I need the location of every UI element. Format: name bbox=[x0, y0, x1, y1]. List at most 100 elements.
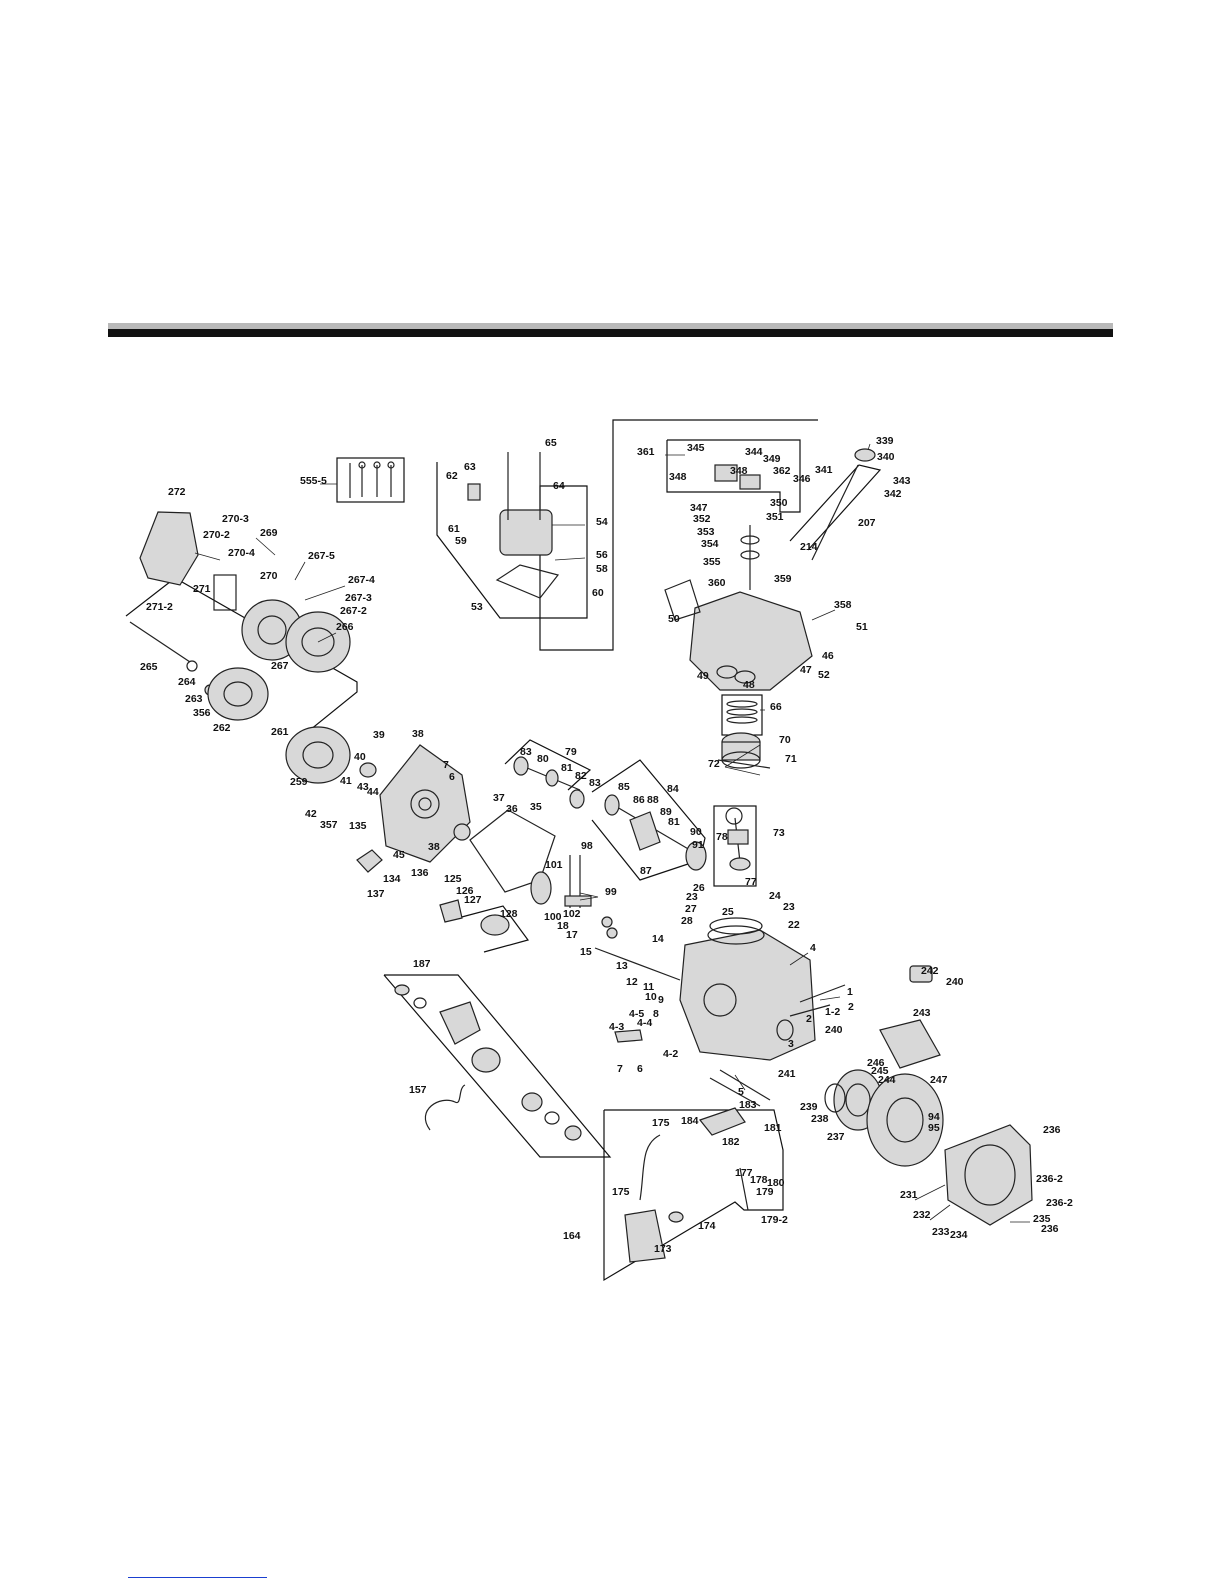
part-callout: 28 bbox=[681, 915, 693, 927]
footer-link-underline[interactable] bbox=[128, 1577, 267, 1578]
starter-motor-frame bbox=[383, 974, 612, 1158]
part-callout: 2 bbox=[806, 1013, 812, 1025]
part-callout: 24 bbox=[769, 890, 781, 902]
part-callout: 232 bbox=[913, 1209, 931, 1221]
piston-pin bbox=[717, 759, 771, 769]
rocker-arm bbox=[714, 464, 738, 482]
part-callout: 82 bbox=[575, 770, 587, 782]
part-callout: 344 bbox=[745, 446, 763, 458]
connecting-rod-box bbox=[713, 805, 757, 887]
leader-lines bbox=[194, 443, 1030, 1223]
part-callout: 59 bbox=[455, 535, 467, 547]
part-callout: 10 bbox=[645, 991, 657, 1003]
part-callout: 41 bbox=[340, 775, 352, 787]
part-callout: 247 bbox=[930, 1074, 948, 1086]
part-callout: 236 bbox=[1041, 1223, 1059, 1235]
head-gasket bbox=[664, 579, 701, 621]
part-callout: 182 bbox=[722, 1136, 740, 1148]
part-callout: 267-5 bbox=[308, 550, 335, 562]
breather-cap bbox=[854, 448, 876, 462]
air-guide-plate bbox=[213, 574, 237, 611]
part-callout: 2 bbox=[848, 1001, 854, 1013]
part-callout: 261 bbox=[271, 726, 289, 738]
part-callout: 175 bbox=[612, 1186, 630, 1198]
part-callout: 83 bbox=[589, 777, 601, 789]
part-callout: 236-2 bbox=[1046, 1197, 1073, 1209]
part-callout: 246 bbox=[867, 1057, 885, 1069]
oil-seal bbox=[359, 762, 377, 778]
cylinder-head bbox=[689, 591, 813, 691]
part-callout: 244 bbox=[878, 1074, 896, 1086]
part-callout: 38 bbox=[428, 841, 440, 853]
part-callout: 4-4 bbox=[637, 1017, 652, 1029]
governor-lever bbox=[698, 1107, 746, 1136]
crankcase-block bbox=[594, 916, 846, 1107]
part-callout: 235 bbox=[1033, 1213, 1051, 1225]
part-callout: 234 bbox=[950, 1229, 968, 1241]
piston-assembly bbox=[717, 700, 771, 871]
part-callout: 233 bbox=[932, 1226, 950, 1238]
part-callout: 270-4 bbox=[228, 547, 255, 559]
part-callout: 14 bbox=[652, 933, 664, 945]
camshaft-frame bbox=[504, 739, 592, 791]
starter-motor-parts bbox=[394, 984, 582, 1141]
part-callout: 175 bbox=[652, 1117, 670, 1129]
breather-hose bbox=[811, 464, 859, 561]
main-bearing bbox=[453, 823, 471, 841]
crankcase-gasket bbox=[469, 809, 556, 893]
part-callout: 45 bbox=[393, 849, 405, 861]
part-callout: 13 bbox=[616, 960, 628, 972]
part-callout: 270 bbox=[260, 570, 278, 582]
part-callout: 266 bbox=[336, 621, 354, 633]
crankcase-cover-parts bbox=[356, 744, 556, 893]
part-callout: 70 bbox=[779, 734, 791, 746]
part-callout: 245 bbox=[871, 1065, 889, 1077]
oil-pump-frame bbox=[457, 905, 530, 953]
cylinder-block bbox=[679, 929, 816, 1061]
part-callout: 339 bbox=[876, 435, 894, 447]
part-callout: 272 bbox=[168, 486, 186, 498]
part-callout: 95 bbox=[928, 1122, 940, 1134]
part-callout: 356 bbox=[193, 707, 211, 719]
part-callout: 178 bbox=[750, 1174, 768, 1186]
governor-linkage-parts bbox=[624, 1107, 749, 1263]
part-callout: 269 bbox=[260, 527, 278, 539]
part-callout: 270-2 bbox=[203, 529, 230, 541]
rocker-box bbox=[666, 439, 801, 513]
part-callout: 100 bbox=[544, 911, 562, 923]
valve-cover-gasket bbox=[495, 564, 560, 599]
part-callout: 135 bbox=[349, 820, 367, 832]
part-callout: 236-2 bbox=[1036, 1173, 1063, 1185]
part-callout: 23 bbox=[686, 891, 698, 903]
part-callout: 58 bbox=[596, 563, 608, 575]
through-bolt bbox=[129, 621, 191, 663]
part-callout: 267 bbox=[271, 660, 289, 672]
part-callout: 22 bbox=[788, 919, 800, 931]
air-deflector bbox=[139, 511, 199, 586]
part-callout: 267-3 bbox=[345, 592, 372, 604]
part-callout: 179 bbox=[756, 1186, 774, 1198]
part-callout: 236 bbox=[1043, 1124, 1061, 1136]
part-callout: 352 bbox=[693, 513, 711, 525]
part-callout: 42 bbox=[305, 808, 317, 820]
part-callout: 351 bbox=[766, 511, 784, 523]
part-callout: 87 bbox=[640, 865, 652, 877]
part-callout: 348 bbox=[730, 465, 748, 477]
part-callout: 46 bbox=[822, 650, 834, 662]
part-callout: 240 bbox=[825, 1024, 843, 1036]
part-callout: 207 bbox=[858, 517, 876, 529]
part-callout: 348 bbox=[669, 471, 687, 483]
part-callout: 78 bbox=[716, 831, 728, 843]
part-callout: 5 bbox=[738, 1086, 744, 1098]
part-callout: 358 bbox=[834, 599, 852, 611]
part-callout: 63 bbox=[464, 461, 476, 473]
part-callout: 173 bbox=[654, 1243, 672, 1255]
part-callout: 267-2 bbox=[340, 605, 367, 617]
breather-element bbox=[467, 483, 481, 501]
part-callout: 83 bbox=[520, 746, 532, 758]
part-callout: 362 bbox=[773, 465, 791, 477]
part-callout: 267-4 bbox=[348, 574, 375, 586]
part-callout: 17 bbox=[566, 929, 578, 941]
part-callout: 214 bbox=[800, 541, 818, 553]
valve-cover-frame bbox=[436, 419, 818, 651]
